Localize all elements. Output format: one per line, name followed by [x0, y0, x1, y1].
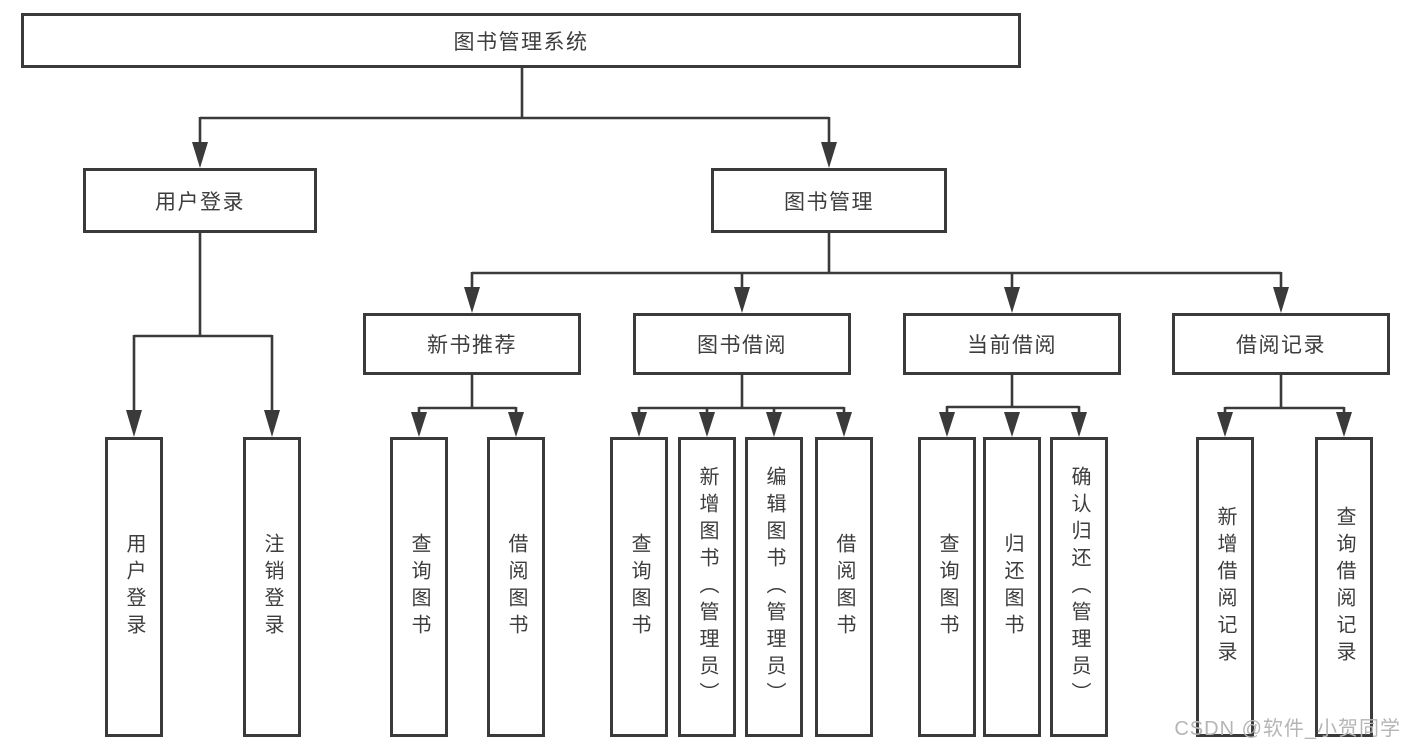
- node-label: 图书管理: [784, 190, 874, 214]
- connector-new-book-children: [411, 375, 524, 437]
- leaf-label: 归还图书: [1001, 533, 1023, 641]
- csdn-watermark: CSDN @软件_小贺同学: [1174, 718, 1401, 740]
- leaf-label: 编辑图书（管理员）: [763, 465, 785, 709]
- leaf-label: 用户登录: [123, 533, 145, 641]
- node-label: 新书推荐: [427, 334, 517, 357]
- leaf-query-books-current: 查询图书: [918, 437, 976, 737]
- node-borrow-records: 借阅记录: [1172, 313, 1390, 375]
- leaf-borrow-books-recommend: 借阅图书: [487, 437, 545, 737]
- leaf-query-borrow-record: 查询借阅记录: [1315, 437, 1373, 737]
- leaf-label: 查询图书: [408, 533, 430, 641]
- leaf-label: 确认归还（管理员）: [1068, 465, 1090, 709]
- leaf-label: 查询图书: [628, 533, 650, 641]
- connector-book-management-children: [464, 233, 1289, 313]
- node-user-login: 用户登录: [83, 168, 317, 233]
- leaf-edit-book-admin: 编辑图书（管理员）: [745, 437, 803, 737]
- node-label: 图书管理系统: [453, 30, 589, 54]
- leaf-confirm-return-admin: 确认归还（管理员）: [1050, 437, 1108, 737]
- node-label: 图书借阅: [697, 334, 787, 357]
- leaf-add-book-admin: 新增图书（管理员）: [678, 437, 736, 737]
- connector-book-borrow-children: [631, 375, 852, 437]
- leaf-logout: 注销登录: [243, 437, 301, 737]
- node-new-book-recommend: 新书推荐: [363, 313, 581, 375]
- node-label: 当前借阅: [967, 334, 1057, 357]
- leaf-return-book: 归还图书: [983, 437, 1041, 737]
- node-root: 图书管理系统: [21, 13, 1021, 68]
- leaf-user-login: 用户登录: [105, 437, 163, 737]
- leaf-borrow-books: 借阅图书: [815, 437, 873, 737]
- leaf-label: 查询图书: [936, 533, 958, 641]
- leaf-label: 新增图书（管理员）: [696, 465, 718, 709]
- leaf-label: 借阅图书: [833, 533, 855, 641]
- leaf-label: 注销登录: [261, 533, 283, 641]
- node-book-borrow: 图书借阅: [633, 313, 851, 375]
- leaf-add-borrow-record: 新增借阅记录: [1196, 437, 1254, 737]
- connector-root-branches: [192, 68, 837, 168]
- leaf-label: 新增借阅记录: [1214, 506, 1236, 668]
- node-current-borrow: 当前借阅: [903, 313, 1121, 375]
- leaf-query-books-recommend: 查询图书: [390, 437, 448, 737]
- node-book-management: 图书管理: [711, 168, 947, 233]
- connector-borrow-records-children: [1217, 375, 1352, 437]
- leaf-label: 借阅图书: [505, 533, 527, 641]
- node-label: 借阅记录: [1236, 334, 1326, 357]
- connector-current-borrow-children: [939, 375, 1087, 437]
- leaf-label: 查询借阅记录: [1333, 506, 1355, 668]
- leaf-query-books-borrow: 查询图书: [610, 437, 668, 737]
- node-label: 用户登录: [155, 190, 245, 214]
- connector-user-login-children: [126, 233, 280, 437]
